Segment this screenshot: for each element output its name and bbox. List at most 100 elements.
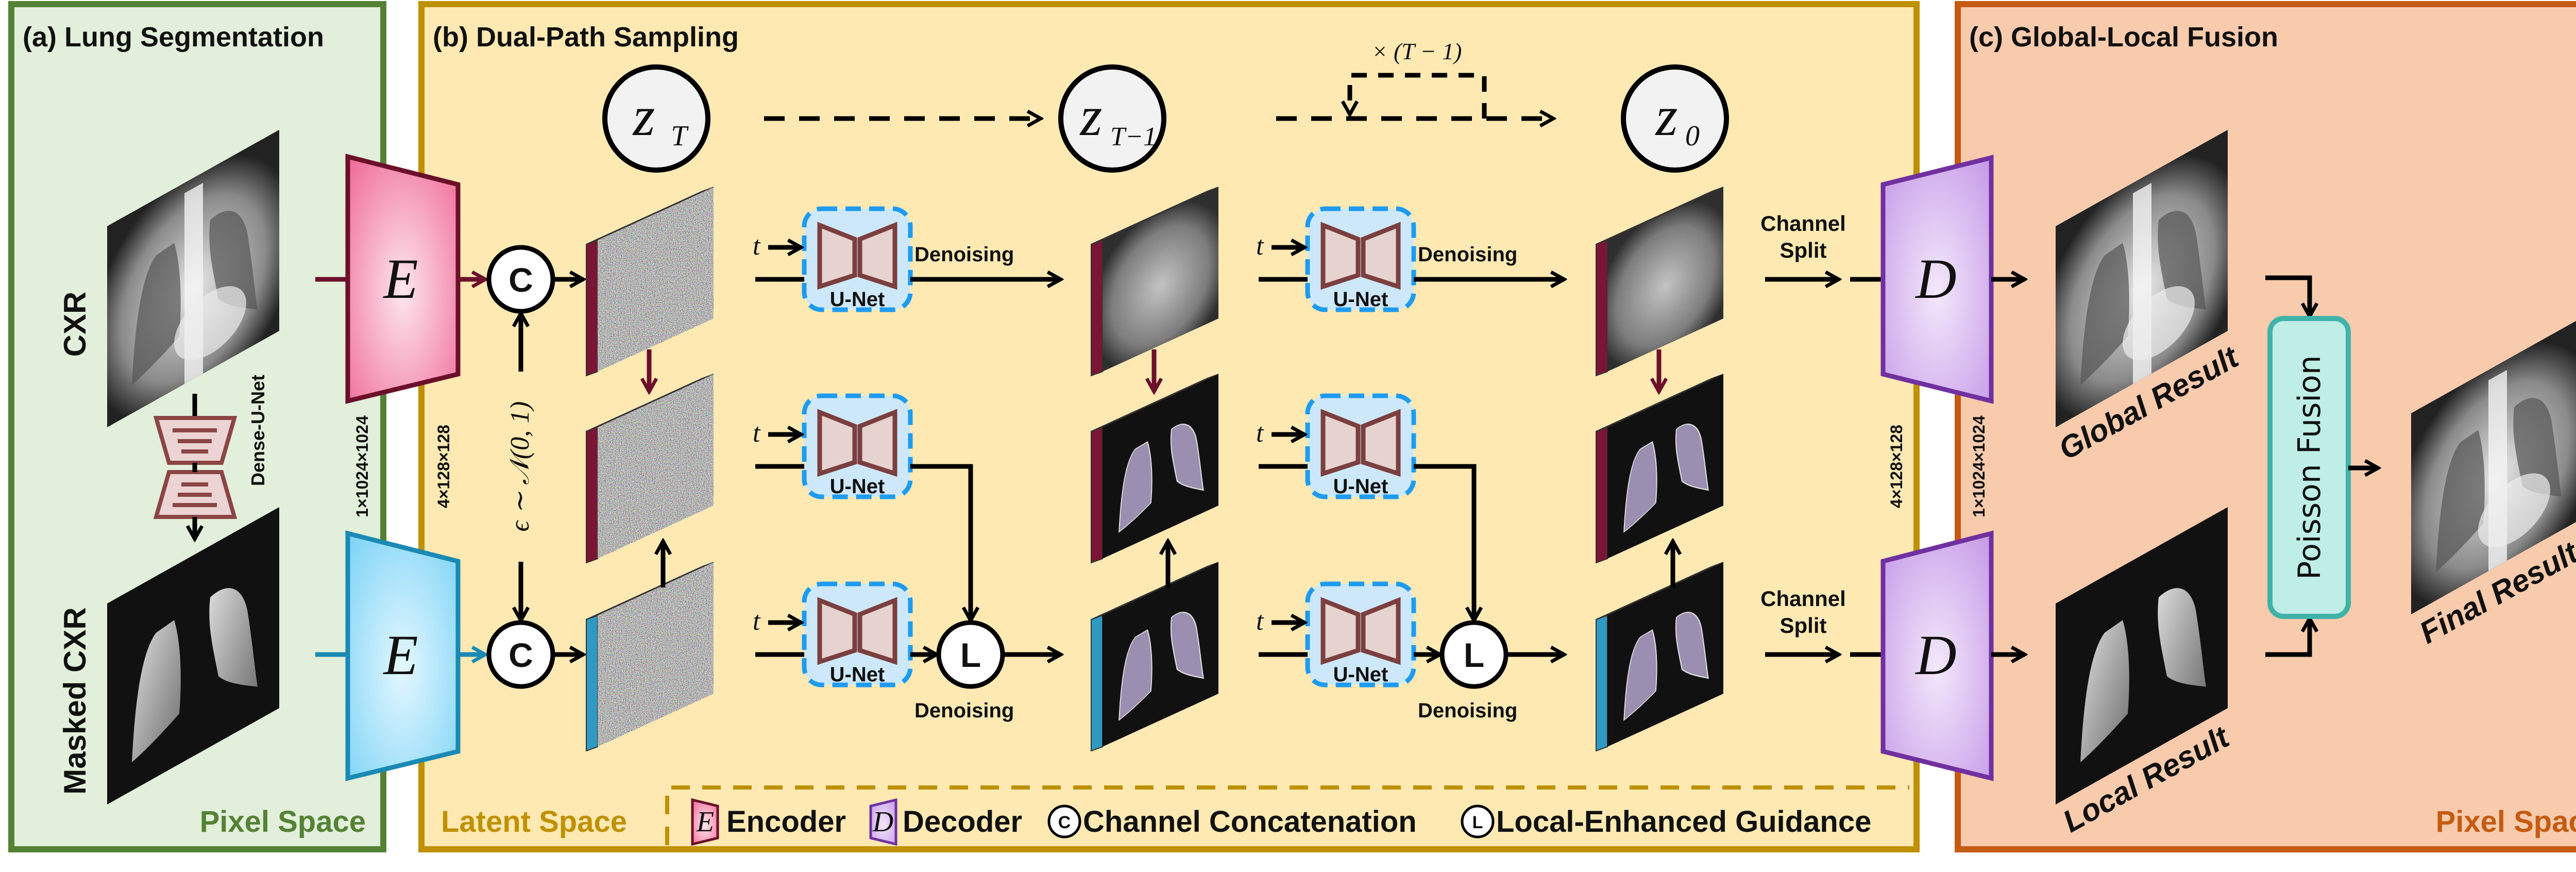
dense-u-net-label: Dense-U-Net <box>247 375 268 486</box>
latent-cube-col2-row2 <box>1091 374 1219 564</box>
legend-decoder-symbol: D <box>872 806 893 838</box>
latent-cube-col1-row2 <box>586 374 714 564</box>
denoising-label: Denoising <box>1418 699 1517 722</box>
legend-decoder-icon: D <box>869 798 897 846</box>
unet-step2-row2: U-Net <box>1305 393 1416 499</box>
legend-guidance-label: Local-Enhanced Guidance <box>1496 805 1871 839</box>
guidance-symbol: L <box>1464 636 1484 674</box>
cxr-image <box>107 129 279 427</box>
panel-c-space-label: Pixel Space <box>2436 805 2576 839</box>
latent-cube-col1-row3 <box>586 562 714 752</box>
denoising-label: Denoising <box>914 243 1014 266</box>
latent-cube-col2-row3 <box>1091 562 1219 752</box>
latent-cube-col2-row1 <box>1091 187 1219 377</box>
pixel-dims-label: 1×1024×1024 <box>353 415 371 517</box>
unet-label: U-Net <box>1333 663 1388 686</box>
latent-subscript: 0 <box>1685 120 1700 152</box>
masked-cxr-label: Masked CXR <box>58 607 92 794</box>
channel-split-label-top: Channel <box>1760 211 1846 236</box>
channel-split-label-bottom-2: Split <box>1780 613 1827 638</box>
encoder-local: E <box>345 530 461 781</box>
unet-step1-row2: U-Net <box>802 393 913 499</box>
latent-symbol: z <box>632 85 655 147</box>
encoder-symbol: E <box>382 247 418 310</box>
timestep-label: t <box>1256 231 1264 261</box>
latent-symbol: z <box>1655 85 1678 147</box>
latent-dims-label: 4×128×128 <box>434 425 453 508</box>
arrow <box>2265 618 2310 657</box>
concat-node-local: C <box>486 620 555 689</box>
latent-subscript: T <box>671 120 689 152</box>
masked-cxr-image <box>107 507 279 804</box>
unet-label: U-Net <box>1333 288 1388 311</box>
panel-a-title: (a) Lung Segmentation <box>23 22 324 53</box>
unet-label: U-Net <box>830 663 885 686</box>
encoder-global: E <box>345 154 461 404</box>
loop-label: × (T − 1) <box>1372 38 1462 64</box>
guidance-arrow <box>1414 464 1474 621</box>
arrow <box>2265 275 2310 316</box>
dense-u-net-icon <box>153 394 238 539</box>
legend-encoder-icon: E <box>691 798 719 846</box>
decoder-local: D <box>1880 530 1994 781</box>
concat-node-global: C <box>486 245 555 314</box>
loop-arrow <box>1350 73 1487 119</box>
timestep-label: t <box>753 607 761 636</box>
latent-cube-col3-row3 <box>1596 562 1724 752</box>
latent-zT: z T <box>602 64 710 173</box>
encoder-symbol: E <box>382 624 418 686</box>
legend-concat-icon: C <box>1047 804 1081 839</box>
legend-concat-symbol: C <box>1058 813 1071 832</box>
panel-a-space-label: Pixel Space <box>200 805 366 839</box>
final-result-image <box>2411 316 2576 614</box>
latent-zT-1: z T−1 <box>1058 64 1166 173</box>
guidance-symbol: L <box>960 636 981 674</box>
denoising-label: Denoising <box>1418 243 1517 266</box>
unet-step2-row1: U-Net <box>1305 206 1416 312</box>
latent-subscript: T−1 <box>1110 122 1157 152</box>
legend-guidance-symbol: L <box>1472 813 1483 832</box>
panel-b-title: (b) Dual-Path Sampling <box>433 22 739 53</box>
unet-step2-row3: U-Net <box>1305 581 1416 687</box>
pixel-dims-label: 1×1024×1024 <box>1970 415 1988 517</box>
channel-split-label-bottom: Channel <box>1760 586 1846 611</box>
latent-symbol: z <box>1079 85 1103 147</box>
timestep-label: t <box>753 231 761 261</box>
legend-encoder-symbol: E <box>696 806 714 838</box>
local-result-image <box>2056 507 2228 804</box>
poisson-fusion-block: Poisson Fusion <box>2267 316 2351 619</box>
latent-cube-col3-row2 <box>1596 374 1724 564</box>
legend-guidance-icon: L <box>1461 804 1495 839</box>
unet-label: U-Net <box>830 475 885 498</box>
poisson-fusion-label: Poisson Fusion <box>2292 355 2328 580</box>
timestep-label: t <box>1256 607 1264 636</box>
local-enhanced-guidance-node: L <box>1439 620 1509 689</box>
channel-split-label-top-2: Split <box>1780 238 1827 262</box>
noise-distribution-label: ϵ ∼ 𝒩(0, 1) <box>505 401 535 532</box>
timestep-label: t <box>753 418 761 448</box>
latent-z0: z 0 <box>1621 64 1729 173</box>
panel-c-title: (c) Global-Local Fusion <box>1969 22 2278 53</box>
legend-concat-label: Channel Concatenation <box>1083 805 1417 839</box>
unet-step1-row3: U-Net <box>802 581 913 687</box>
denoising-label: Denoising <box>914 699 1014 722</box>
legend: E Encoder D Decoder C Channel Concatenat… <box>665 785 1909 846</box>
legend-decoder-label: Decoder <box>903 805 1022 839</box>
legend-encoder-label: Encoder <box>726 805 846 839</box>
cxr-label: CXR <box>58 292 92 357</box>
decoder-global: D <box>1880 155 1994 404</box>
concat-symbol: C <box>509 261 533 299</box>
decoder-symbol: D <box>1914 624 1956 686</box>
decoder-symbol: D <box>1914 247 1956 310</box>
unet-label: U-Net <box>830 288 885 311</box>
latent-cube-col1-row1 <box>586 187 714 377</box>
local-enhanced-guidance-node: L <box>936 620 1005 689</box>
timestep-label: t <box>1256 418 1264 448</box>
global-result-image <box>2056 129 2228 427</box>
latent-dims-label: 4×128×128 <box>1887 425 1906 508</box>
guidance-arrow <box>910 464 971 621</box>
latent-cube-col3-row1 <box>1596 187 1724 377</box>
concat-symbol: C <box>509 636 533 674</box>
unet-step1-row1: U-Net <box>802 206 913 312</box>
